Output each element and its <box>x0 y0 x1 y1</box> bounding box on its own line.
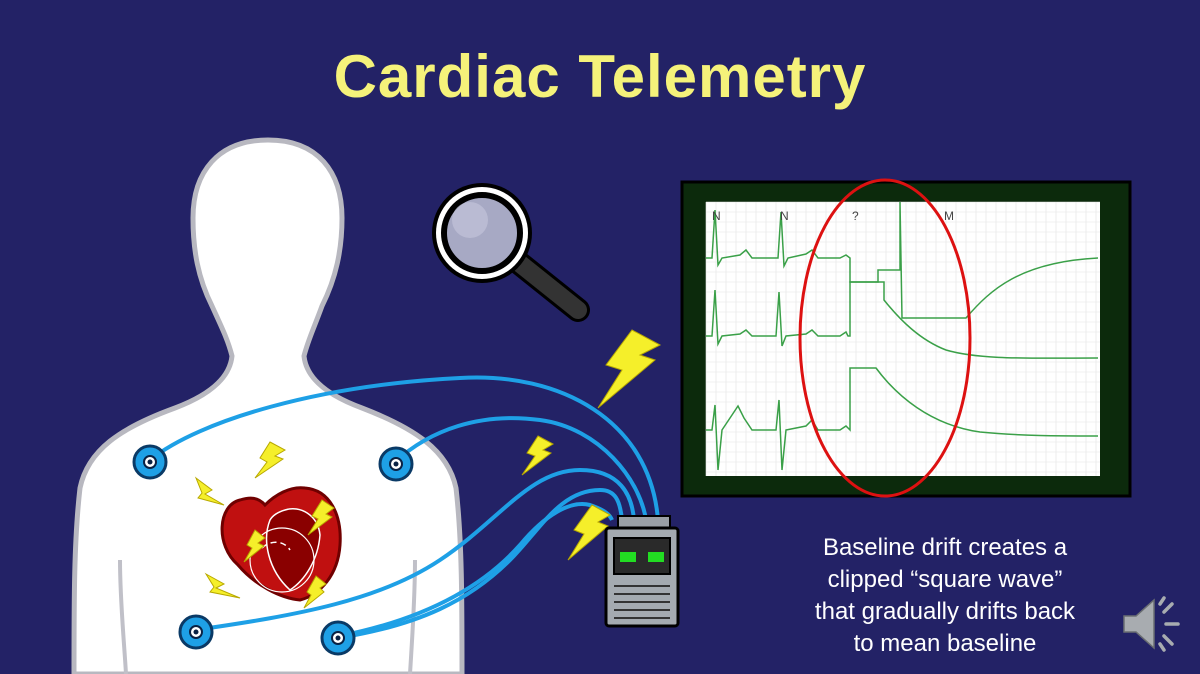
caption-line: Baseline drift creates a <box>822 534 1068 561</box>
lightning-bolt-icon <box>243 529 266 563</box>
electrode <box>320 620 356 656</box>
ecg-beat-label: N <box>712 209 721 223</box>
caption-line: that gradually drifts back <box>814 598 1076 625</box>
lightning-bolt-icon <box>307 499 335 536</box>
lightning-bolt-icon <box>254 441 287 479</box>
electrode <box>178 614 214 650</box>
lead-wires <box>148 375 660 640</box>
lightning-bolt-icon <box>194 476 225 506</box>
ecg-beat-label: ? <box>852 209 859 223</box>
caption-text: Baseline drift creates a clipped “square… <box>790 532 1100 660</box>
ecg-traces <box>706 201 1099 471</box>
caption-line: clipped “square wave” <box>827 566 1063 593</box>
electrode <box>132 444 168 480</box>
lightning-bolt-icon <box>204 572 241 599</box>
ecg-beat-label: M <box>944 209 954 223</box>
lightning-bolt-icon <box>567 504 612 561</box>
lightning-bolt-icon <box>303 575 327 609</box>
ecg-beat-label: N <box>780 209 789 223</box>
caption-line: to mean baseline <box>853 630 1037 657</box>
lightning-bolt-icon <box>521 435 555 476</box>
highlight-ellipse <box>798 178 972 498</box>
magnifying-glass-icon <box>432 183 590 322</box>
lightning-bolt-icon <box>597 329 662 409</box>
speaker-icon[interactable] <box>1123 596 1180 652</box>
ecg-grid <box>705 201 1100 476</box>
heart-icon <box>220 486 342 602</box>
slide-title: Cardiac Telemetry <box>333 43 867 110</box>
telemetry-transmitter-icon <box>604 515 680 628</box>
electrode <box>378 446 414 482</box>
ecg-monitor: N N ? M <box>680 178 1132 498</box>
